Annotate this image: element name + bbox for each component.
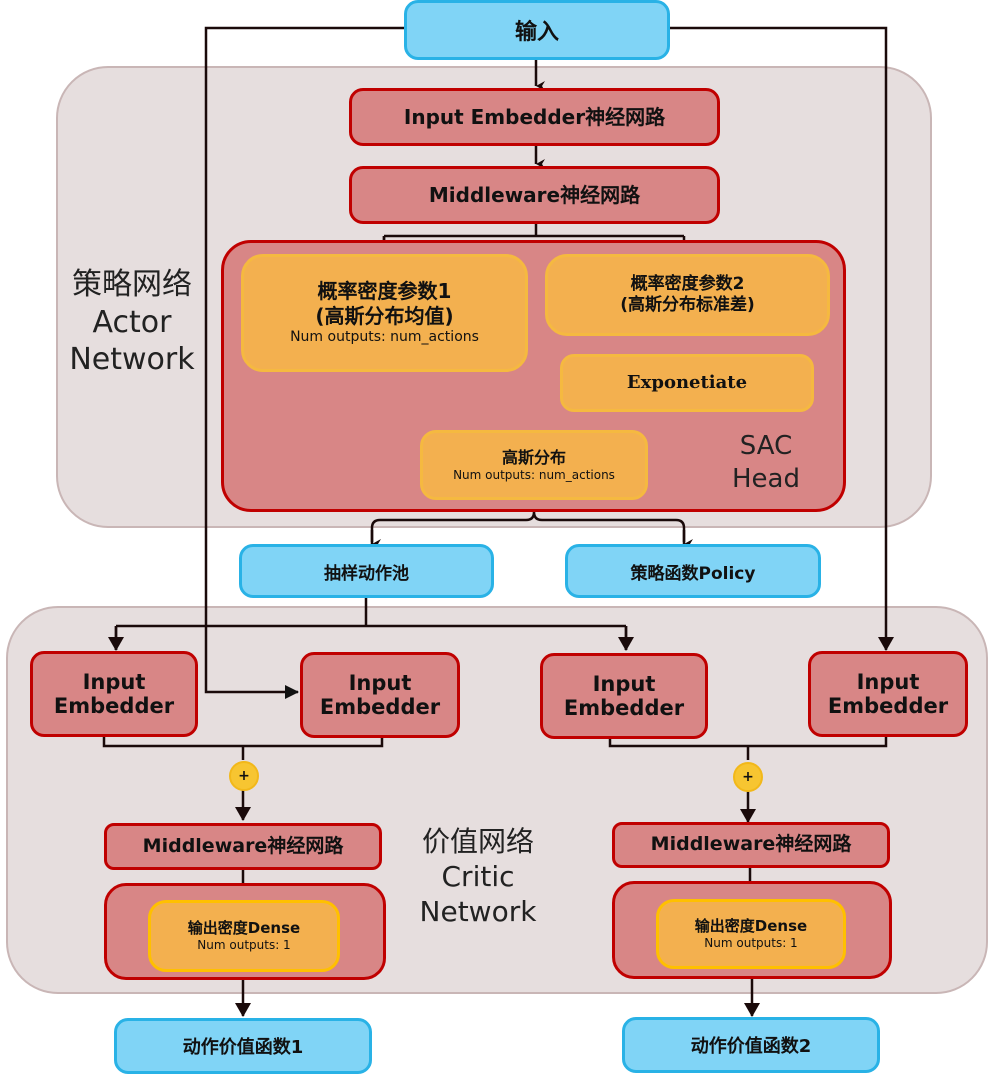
sampled-actions-pool: 抽样动作池	[239, 544, 494, 598]
input-node: 输入	[404, 0, 670, 60]
embedder-4-line2: Embedder	[827, 694, 949, 718]
embedder-3-line2: Embedder	[563, 696, 685, 720]
policy-function: 策略函数Policy	[565, 544, 821, 598]
critic-middleware-1: Middleware神经网路	[104, 823, 382, 870]
critic-middleware-2-label: Middleware神经网路	[650, 833, 852, 856]
wire-right-merge	[608, 736, 888, 760]
action-value-function-2: 动作价值函数2	[622, 1017, 880, 1073]
param1-outputs: Num outputs: num_actions	[290, 329, 479, 346]
wire-middleware-split	[382, 224, 684, 254]
wire-sampled-to-critic	[114, 597, 628, 650]
critic-input-embedder-1: Input Embedder	[30, 651, 198, 737]
wire-left-merge	[102, 736, 384, 760]
actor-middleware-label: Middleware神经网路	[428, 182, 641, 207]
sum-node-left: +	[229, 761, 259, 791]
critic-middleware-1-label: Middleware神经网路	[142, 834, 344, 857]
dense-1-outputs: Num outputs: 1	[197, 937, 291, 952]
wire-gaussian-split	[370, 500, 686, 542]
gaussian-title: 高斯分布	[501, 447, 566, 467]
plus-icon: +	[238, 768, 250, 784]
dense-2-outputs: Num outputs: 1	[704, 935, 798, 950]
action-value-1-label: 动作价值函数1	[182, 1037, 304, 1058]
actor-input-embedder-label: Input Embedder神经网路	[403, 104, 666, 129]
wire-input-left-bypass	[204, 26, 404, 699]
actor-title-cn: 策略网络	[72, 267, 192, 302]
critic-title-en-1: Critic	[441, 860, 515, 893]
plus-icon: +	[742, 769, 754, 785]
param2-subtitle: (高斯分布标准差)	[620, 295, 755, 315]
critic-middleware-2: Middleware神经网路	[612, 822, 890, 868]
critic-title-cn: 价值网络	[421, 825, 534, 858]
critic-dense-1: 输出密度Dense Num outputs: 1	[148, 900, 340, 972]
sum-node-right: +	[733, 762, 763, 792]
param1-subtitle: (高斯分布均值)	[315, 304, 454, 329]
param2-title: 概率密度参数2	[630, 273, 745, 294]
critic-input-embedder-2: Input Embedder	[300, 652, 460, 738]
gaussian-outputs: Num outputs: num_actions	[453, 467, 615, 482]
embedder-1-line1: Input	[82, 669, 146, 694]
sac-head-label-2: Head	[732, 463, 800, 494]
gaussian-distribution-node: 高斯分布 Num outputs: num_actions	[420, 430, 648, 500]
policy-label: 策略函数Policy	[630, 563, 756, 584]
embedder-1-line2: Embedder	[53, 694, 175, 718]
critic-dense-2: 输出密度Dense Num outputs: 1	[656, 899, 846, 969]
critic-title-en-2: Network	[419, 895, 537, 928]
embedder-3-line1: Input	[592, 671, 656, 696]
param1-title: 概率密度参数1	[317, 279, 452, 304]
sampled-actions-label: 抽样动作池	[324, 563, 409, 584]
action-value-function-1: 动作价值函数1	[114, 1018, 372, 1074]
embedder-4-line1: Input	[856, 669, 920, 694]
embedder-2-line2: Embedder	[319, 695, 441, 719]
actor-network-label: 策略网络 Actor Network	[62, 266, 202, 379]
dense-1-title: 输出密度Dense	[187, 919, 301, 938]
prob-density-param2: 概率密度参数2 (高斯分布标准差)	[545, 254, 830, 336]
exponentiate-label: Exponetiate	[626, 371, 748, 393]
wire-input-right-bypass	[668, 26, 894, 651]
input-label: 输入	[514, 20, 559, 45]
action-value-2-label: 动作价值函数2	[690, 1036, 812, 1057]
critic-network-label: 价值网络 Critic Network	[408, 824, 548, 929]
actor-title-en-2: Network	[69, 342, 195, 377]
actor-title-en-1: Actor	[92, 304, 172, 340]
critic-input-embedder-4: Input Embedder	[808, 651, 968, 737]
actor-middleware: Middleware神经网路	[349, 166, 720, 224]
sac-head-label: SAC Head	[716, 430, 816, 495]
actor-input-embedder: Input Embedder神经网路	[349, 88, 720, 146]
critic-input-embedder-3: Input Embedder	[540, 653, 708, 739]
dense-2-title: 输出密度Dense	[694, 917, 808, 936]
prob-density-param1: 概率密度参数1 (高斯分布均值) Num outputs: num_action…	[241, 254, 528, 372]
sac-head-label-1: SAC	[739, 431, 793, 461]
exponentiate-node: Exponetiate	[560, 354, 814, 412]
embedder-2-line1: Input	[348, 670, 412, 695]
